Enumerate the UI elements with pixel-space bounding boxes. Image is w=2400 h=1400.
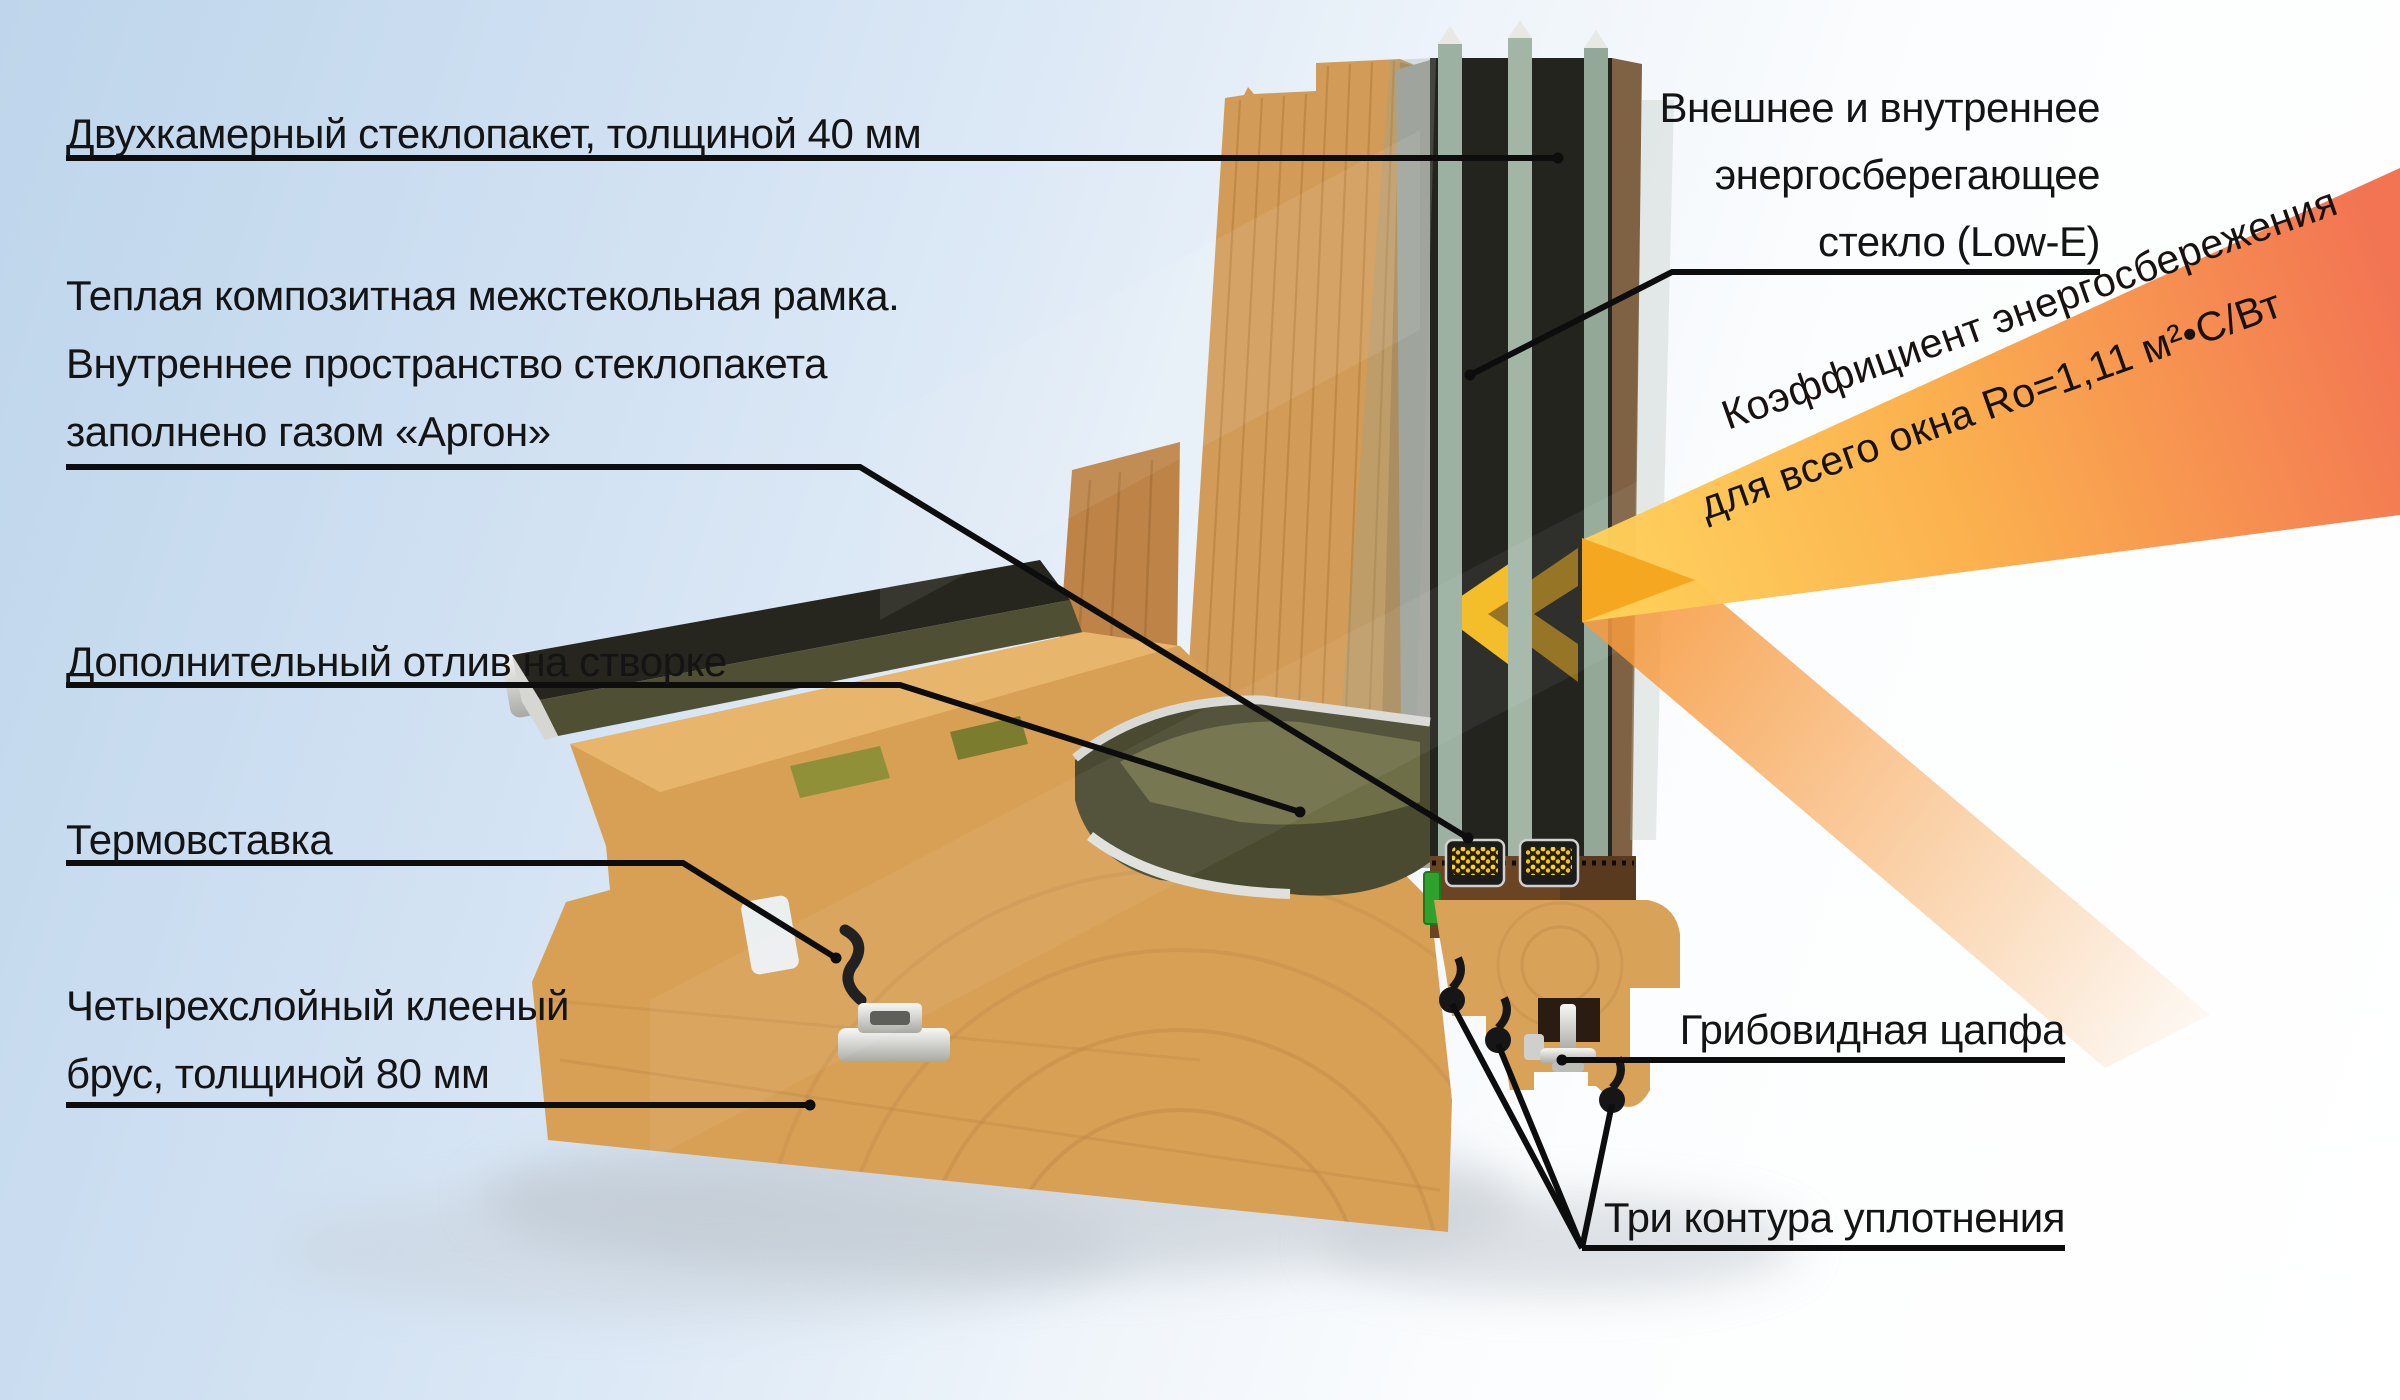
energy-ribbon: [1582, 168, 2400, 1068]
label-beam-line1: Четырехслойный клееный: [66, 982, 569, 1029]
label-seals: Три контура уплотнения: [1603, 1194, 2066, 1241]
aluminum-edge: [1396, 60, 1430, 868]
outer-glass-sheet: [1330, 58, 1436, 868]
leader-thermal-insert: [66, 860, 838, 961]
label-spacer: Теплая композитная межстекольная рамка. …: [66, 262, 900, 466]
leader-seal-1: [1449, 1002, 1585, 1250]
warm-spacer-right: [1518, 838, 1580, 888]
label-beam-line2: брус, толщиной 80 мм: [66, 1050, 490, 1097]
label-thermal-insert: Термовставка: [66, 816, 333, 863]
leader-drip: [66, 682, 1301, 815]
label-glazing-unit: Двухкамерный стеклопакет, толщиной 40 мм: [66, 110, 922, 157]
frame-seal-black: [839, 924, 867, 1006]
label-beam: Четырехслойный клееный брус, толщиной 80…: [66, 972, 569, 1108]
gasket-olive: [950, 716, 1028, 760]
label-lowe: Внешнее и внутреннее энергосберегающее с…: [1659, 74, 2100, 275]
thermal-break-assembly: [741, 895, 950, 1062]
contour-seal-2: [1485, 996, 1511, 1053]
label-pin: Грибовидная цапфа: [1679, 1006, 2066, 1053]
leader-spacer: [66, 464, 1470, 841]
label-spacer-line3: заполнено газом «Аргон»: [66, 408, 551, 455]
lock-hardware: [838, 1003, 950, 1062]
beam-top-face: [570, 632, 1178, 792]
leader-seal-2: [1495, 1042, 1585, 1250]
leader-dots: [804, 152, 1568, 1111]
warm-spacer-left: [1444, 838, 1506, 888]
gasket-olive: [790, 746, 890, 798]
label-lowe-line1: Внешнее и внутреннее: [1659, 84, 2100, 131]
leader-lines: [66, 155, 2100, 1251]
leader-lowe: [1468, 269, 2100, 378]
ribbon-reflected-beam: [1582, 580, 2210, 1068]
ribbon-arrowhead-icon: [1582, 538, 1695, 622]
reflection-band: [650, 480, 1640, 1160]
ribbon-beam: [1582, 168, 2400, 622]
reflection-band: [880, 130, 1420, 620]
frame-drip-profile: [502, 560, 1082, 798]
glass-pane-outer: [1438, 26, 1462, 868]
sash-bottom-block: [1434, 900, 1680, 1113]
leader-seal-3: [1579, 1103, 1615, 1249]
label-spacer-line1: Теплая композитная межстекольная рамка.: [66, 272, 900, 319]
contour-seal-1: [1439, 956, 1465, 1013]
label-spacer-line2: Внутреннее пространство стеклопакета: [66, 340, 828, 387]
sash-post-wood: [1176, 59, 1422, 868]
thermal-insert-clip: [741, 895, 799, 975]
glass-pane-inner: [1584, 30, 1608, 868]
glass-pane-middle: [1508, 20, 1532, 868]
label-lowe-line2: энергосберегающее: [1714, 151, 2101, 198]
label-drip: Дополнительный отлив на створке: [66, 638, 727, 685]
label-lowe-line3: стекло (Low-E): [1818, 218, 2100, 265]
